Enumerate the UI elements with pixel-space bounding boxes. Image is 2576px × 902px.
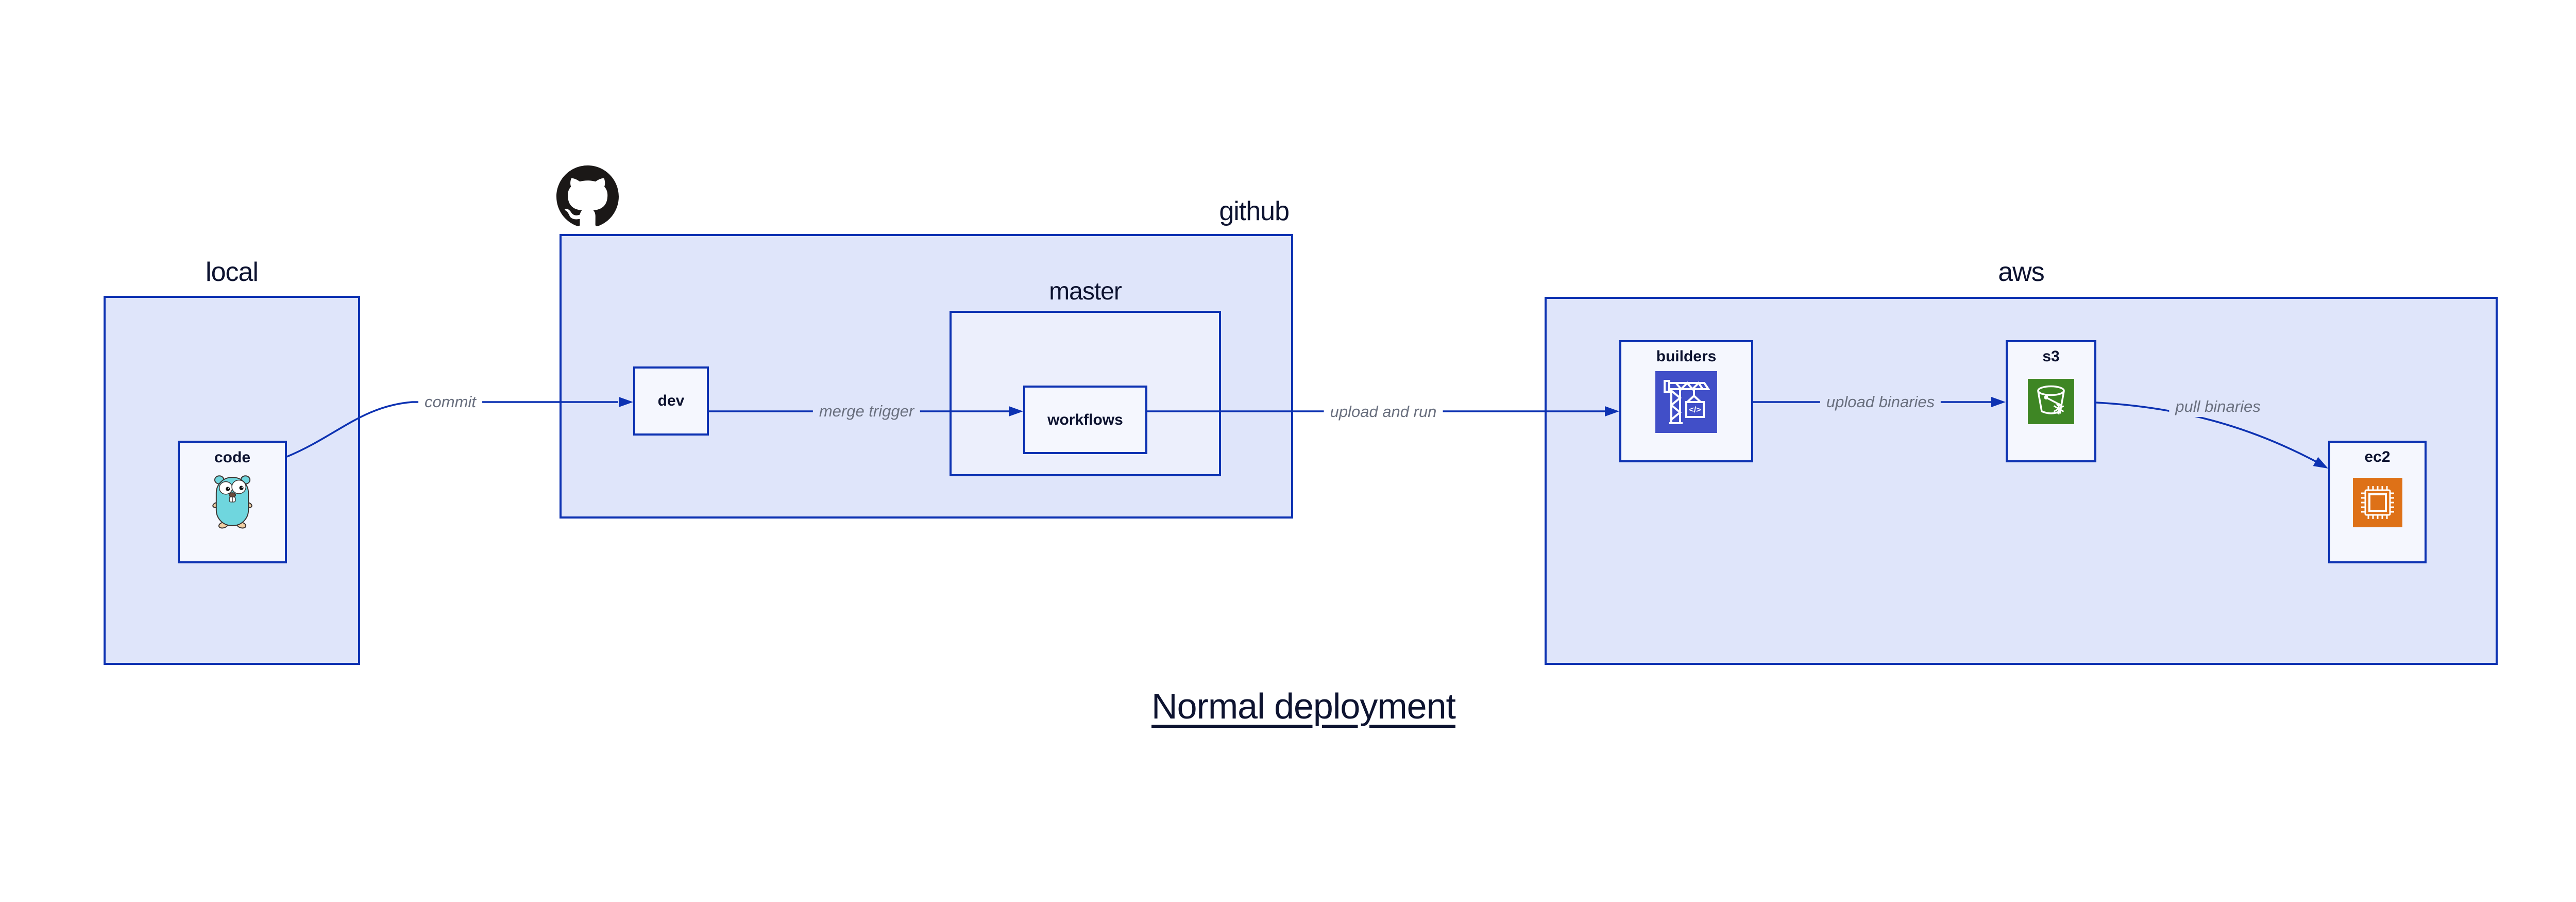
node-label-s3: s3	[2042, 348, 2060, 365]
node-dev	[633, 366, 709, 436]
node-label-ec2: ec2	[2364, 448, 2391, 465]
github-octocat-icon	[556, 165, 619, 228]
go-gopher-icon	[212, 473, 252, 529]
container-label-github: github	[1219, 196, 1290, 226]
edge-label-merge-trigger: merge trigger	[812, 401, 921, 422]
s3-bucket-icon	[2028, 379, 2074, 424]
diagram-title: Normal deployment	[1151, 686, 1456, 726]
node-label-code: code	[214, 449, 251, 466]
node-label-builders: builders	[1656, 348, 1717, 365]
node-workflows	[1023, 386, 1147, 454]
node-label-workflows: workflows	[1047, 411, 1123, 428]
container-label-master: master	[1049, 278, 1122, 305]
edge-label-upload-binaries: upload binaries	[1820, 392, 1941, 412]
edge-label-upload-and-run: upload and run	[1324, 402, 1443, 422]
codebuild-code-glyph: </>	[1689, 406, 1701, 414]
edge-label-pull-binaries: pull binaries	[2169, 396, 2267, 417]
container-label-aws: aws	[1998, 257, 2044, 287]
codebuild-crane-icon: </>	[1655, 371, 1717, 433]
node-label-dev: dev	[657, 392, 685, 409]
edge-label-commit: commit	[418, 392, 482, 412]
diagram-title-wrap: Normal deployment	[1030, 686, 1577, 727]
container-label-local: local	[206, 257, 259, 287]
ec2-chip-icon	[2353, 478, 2402, 527]
